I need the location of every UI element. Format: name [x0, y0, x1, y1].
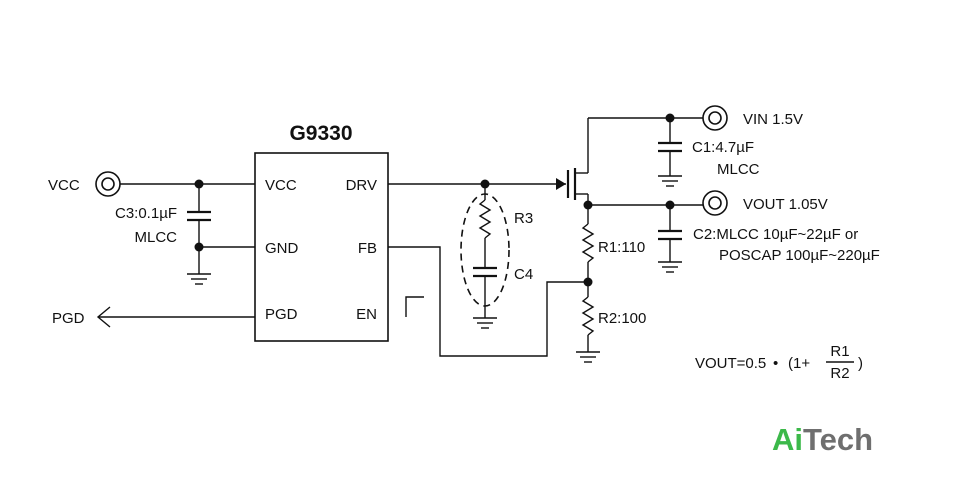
feedback-divider-section: R1:110 R2:100 [388, 205, 646, 363]
r3-resistor [478, 199, 492, 239]
c1-label: C1:4.7µF [692, 139, 754, 156]
mosfet-icon [556, 118, 589, 205]
pin-vcc-label: VCC [265, 177, 297, 194]
formula-bullet: • [773, 355, 778, 372]
pin-fb-label: FB [358, 240, 377, 257]
vcc-port-label: VCC [48, 177, 80, 194]
formula-numerator: R1 [830, 343, 849, 360]
pin-en-label: EN [356, 306, 377, 323]
vin-label: VIN 1.5V [743, 111, 803, 128]
optional-compensation-outline [460, 193, 510, 307]
c3-label: C3:0.1µF [115, 205, 177, 222]
aitech-logo: AiTech [772, 422, 873, 458]
pgd-output-section: PGD [52, 306, 255, 328]
pgd-arrow-icon [96, 306, 111, 328]
ground-icon [658, 175, 682, 187]
chip-name: G9330 [289, 122, 352, 145]
c2-type-label: POSCAP 100µF~220µF [719, 247, 880, 264]
vin-section: VIN 1.5V C1:4.7µF MLCC [588, 105, 803, 187]
r2-label: R2:100 [598, 310, 646, 327]
pin-drv-label: DRV [346, 177, 377, 194]
c1-type-label: MLCC [717, 161, 760, 178]
ground-icon [187, 273, 211, 285]
formula-prefix: VOUT=0.5 [695, 355, 766, 372]
r2-resistor [581, 296, 595, 336]
formula-denominator: R2 [830, 365, 849, 382]
vout-label: VOUT 1.05V [743, 196, 828, 213]
vin-terminal-icon [702, 105, 728, 131]
pin-pgd-label: PGD [265, 306, 298, 323]
r3-label: R3 [514, 210, 533, 227]
ground-icon [576, 351, 600, 363]
logo-tech-text: Tech [803, 422, 874, 457]
vout-section: VOUT 1.05V C2:MLCC 10µF~22µF or POSCAP 1… [583, 190, 880, 273]
en-step-signal-icon [405, 296, 424, 317]
vout-terminal-icon [702, 190, 728, 216]
logo-ai-text: Ai [772, 422, 803, 457]
c2-label: C2:MLCC 10µF~22µF or [693, 226, 858, 243]
vout-formula: VOUT=0.5 • (1+ R1 R2 ) [695, 343, 863, 382]
c4-label: C4 [514, 266, 533, 283]
drv-compensation-section: R3 C4 [388, 179, 566, 329]
pgd-port-label: PGD [52, 310, 85, 327]
ground-icon [658, 261, 682, 273]
c3-type-label: MLCC [134, 229, 177, 246]
formula-close: ) [858, 355, 863, 372]
formula-open: (1+ [788, 355, 810, 372]
vcc-input-section: VCC C3:0.1µF MLCC [48, 171, 255, 285]
g9330-chip: G9330 VCC GND PGD DRV FB EN [254, 122, 389, 342]
vcc-terminal-icon [95, 171, 121, 197]
r1-resistor [581, 223, 595, 263]
ground-icon [473, 317, 497, 329]
r1-label: R1:110 [598, 239, 645, 256]
pin-gnd-label: GND [265, 240, 299, 257]
